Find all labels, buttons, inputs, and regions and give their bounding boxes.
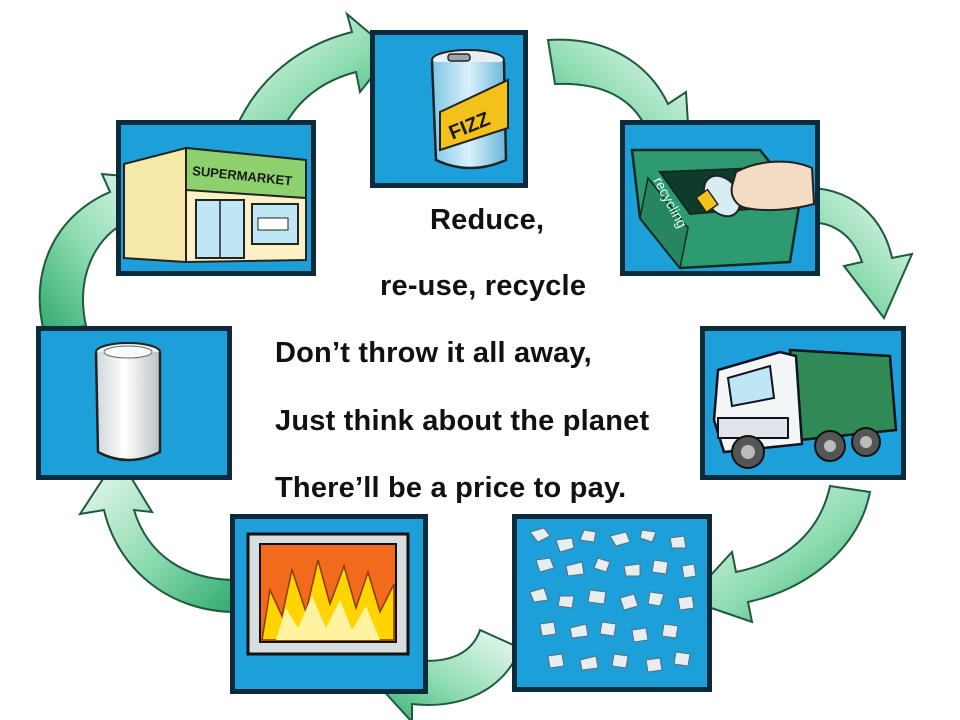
new-can-icon: [94, 342, 162, 462]
shredded-pieces-icon: [529, 527, 697, 673]
panel-furnace-fire: [230, 514, 428, 694]
panel-shredded-pieces: [512, 514, 712, 692]
cycle-arrow-icon: [686, 484, 872, 624]
panel-supermarket: SUPERMARKET: [116, 120, 316, 276]
recycling-bin-icon: recycling: [630, 148, 816, 270]
poem-line-1: Reduce,: [430, 204, 545, 236]
cycle-arrow-icon: [788, 187, 914, 320]
panel-garbage-truck: [700, 326, 906, 480]
garbage-truck-icon: [712, 348, 898, 469]
poem-line-2: re-use, recycle: [380, 270, 587, 302]
poem-line-4: Just think about the planet: [275, 405, 650, 437]
cycle-arrow-icon: [77, 454, 237, 614]
fizz-can-icon: FIZZ: [430, 49, 509, 170]
furnace-fire-icon: [246, 532, 410, 656]
cycle-arrow-icon: [234, 11, 394, 142]
panel-recycling-bin: recycling: [620, 120, 820, 276]
poem-line-3: Don’t throw it all away,: [275, 337, 592, 369]
poem-line-5: There’ll be a price to pay.: [275, 472, 627, 504]
panel-new-can: [36, 326, 232, 480]
supermarket-icon: SUPERMARKET: [123, 146, 307, 264]
panel-fizz-can: FIZZ: [370, 30, 528, 188]
